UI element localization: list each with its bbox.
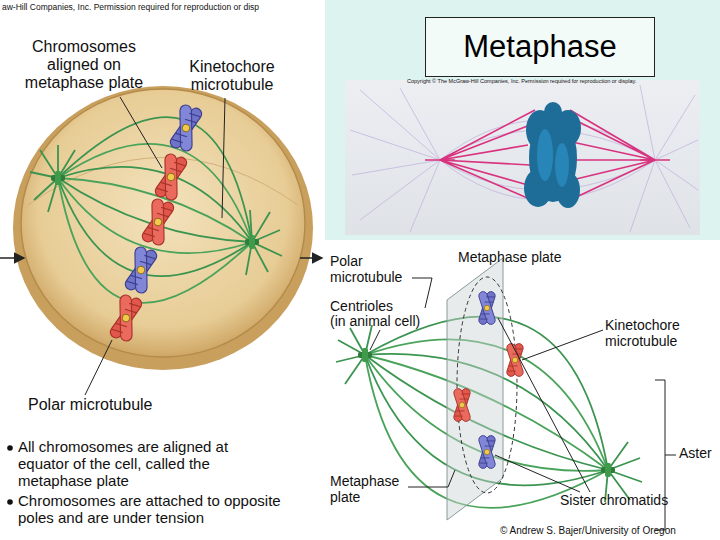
chromosomes bbox=[122, 244, 160, 297]
title: Metaphase bbox=[463, 29, 616, 65]
illustration bbox=[245, 235, 259, 249]
part-note: (in animal cell) bbox=[330, 314, 450, 330]
part-label: Polar microtubule bbox=[28, 396, 168, 414]
spindle-fibers bbox=[336, 325, 372, 384]
illustration bbox=[51, 171, 65, 185]
panel bbox=[0, 0, 325, 540]
micrograph bbox=[544, 102, 562, 122]
part-label: Kinetochore microtubule bbox=[605, 318, 717, 349]
chromosomes bbox=[107, 292, 145, 345]
chromosomes bbox=[453, 388, 472, 423]
leader-lines bbox=[408, 470, 455, 487]
micrograph bbox=[524, 102, 581, 208]
leader-lines bbox=[370, 330, 380, 350]
micrograph bbox=[537, 129, 553, 181]
chromosomes bbox=[167, 102, 205, 155]
chromosomes bbox=[478, 291, 497, 326]
bullet-text: Chromosomes are attached to opposite pol… bbox=[18, 493, 318, 527]
chromosomes bbox=[506, 343, 525, 378]
chromosomes bbox=[139, 196, 177, 249]
leader-lines bbox=[412, 278, 432, 308]
leader-lines bbox=[85, 340, 112, 395]
spindle-fibers bbox=[30, 117, 282, 303]
part-label: Polar microtubule bbox=[330, 254, 410, 285]
chromosomes bbox=[478, 435, 497, 470]
arrow bbox=[300, 257, 322, 259]
leader-lines bbox=[222, 98, 225, 218]
illustration bbox=[601, 463, 615, 477]
micrograph bbox=[345, 80, 700, 235]
title-box: Metaphase bbox=[425, 17, 655, 77]
part-label: Kinetochore microtubule bbox=[178, 58, 286, 94]
part-label: Centrioles bbox=[330, 299, 450, 315]
spindle-fibers bbox=[30, 145, 75, 212]
metaphase-plate-plane bbox=[447, 258, 503, 520]
bullet bbox=[7, 499, 13, 505]
copyright-note: Copyright © The McGraw-Hill Companies, I… bbox=[407, 78, 707, 84]
micrograph bbox=[345, 80, 700, 235]
chromosomes bbox=[453, 291, 525, 470]
micrograph bbox=[570, 110, 655, 200]
arrow bbox=[0, 257, 24, 259]
micrograph bbox=[440, 110, 535, 200]
micrograph bbox=[350, 85, 698, 232]
bullet-text: All chromosomes are aligned at equator o… bbox=[18, 439, 268, 489]
chromosomes bbox=[107, 102, 205, 345]
part-label: Sister chromatids bbox=[560, 493, 690, 509]
part-label: Aster bbox=[679, 446, 719, 462]
spindle-fibers bbox=[246, 210, 282, 275]
chromosomes bbox=[152, 151, 190, 204]
cell bbox=[21, 89, 305, 357]
part-label: Metaphase plate bbox=[330, 474, 408, 505]
leader-lines bbox=[495, 318, 590, 492]
cell bbox=[13, 86, 313, 370]
cell bbox=[13, 86, 313, 370]
credit-note: © Andrew S. Bajer/University of Oregon bbox=[500, 525, 715, 536]
micrograph bbox=[630, 85, 698, 232]
micrograph bbox=[555, 143, 569, 187]
part-label: Metaphase plate bbox=[458, 250, 598, 266]
copyright-note: aw-Hill Companies, Inc. Permission requi… bbox=[2, 3, 324, 13]
leader-lines bbox=[120, 97, 162, 168]
illustration bbox=[358, 348, 372, 362]
part-label: Chromosomes aligned on metaphase plate bbox=[14, 38, 154, 92]
bullet bbox=[7, 445, 13, 451]
micrograph bbox=[537, 129, 569, 187]
leader-lines bbox=[85, 97, 225, 395]
leader-lines bbox=[522, 330, 603, 360]
panel bbox=[325, 240, 720, 540]
